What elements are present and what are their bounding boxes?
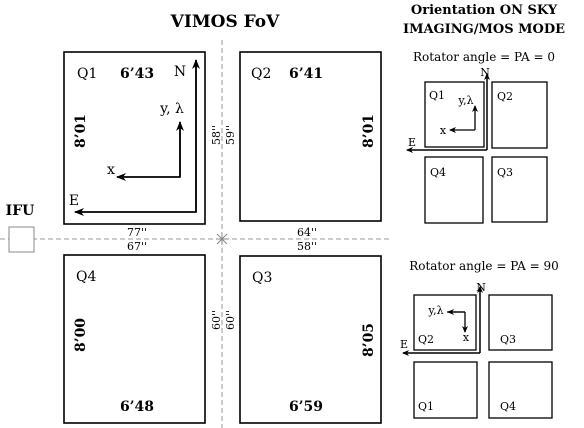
- center-star-marker: [216, 233, 228, 245]
- gap-bottom-vertical-a: 60'': [210, 310, 223, 330]
- side-title-line-1: Orientation ON SKY: [411, 3, 558, 18]
- panel-pa90-top-left-box: [413, 294, 477, 351]
- quadrant-q2-width: 6’41: [289, 66, 323, 82]
- panel-pa0-q-bottom-right: Q3: [497, 166, 513, 179]
- gap-bottom-vertical-b: 60'': [224, 310, 237, 330]
- quadrant-q4-width: 6’48: [120, 399, 154, 415]
- panel-pa0: Rotator angle = PA = 0 Q1 Q2 Q4 Q3 N E x…: [406, 50, 555, 224]
- panel-pa0-y-label: y,λ: [457, 94, 473, 107]
- x-label: x: [107, 162, 115, 178]
- quadrant-q1-name: Q1: [77, 66, 97, 82]
- panel-pa90-top-right-box: [488, 294, 553, 351]
- quadrant-q4-box: [63, 254, 206, 424]
- gap-right-horizontal-b: 58'': [297, 240, 317, 253]
- gap-left-horizontal-a: 77'': [127, 226, 147, 239]
- gap-right-horizontal-a: 64'': [297, 226, 317, 239]
- panel-pa0-q-top-left: Q1: [429, 89, 445, 102]
- quadrant-q2-name: Q2: [251, 66, 271, 82]
- gap-top-vertical-a: 58'': [210, 125, 223, 145]
- east-label: E: [69, 193, 79, 209]
- panel-pa90-q-top-right: Q3: [500, 333, 516, 346]
- quadrant-q4-name: Q4: [76, 269, 96, 285]
- quadrant-q3-name: Q3: [252, 270, 272, 286]
- panel-pa90-q-bottom-left: Q1: [418, 400, 434, 413]
- quadrant-q1-width: 6’43: [120, 66, 154, 82]
- panel-pa90-bottom-left-box: [413, 361, 478, 419]
- panel-pa90-east-label: E: [400, 338, 408, 351]
- quadrant-q1-box: [63, 51, 206, 225]
- main-orientation-axes: [74, 59, 200, 216]
- panel-pa90-bottom-right-box: [488, 361, 553, 419]
- panel-pa0-q-top-right: Q2: [497, 90, 513, 103]
- panel-pa90-y-label: y,λ: [427, 304, 443, 317]
- panel-pa0-east-label: E: [408, 136, 416, 149]
- quadrant-q3-height: 8’05: [361, 323, 377, 357]
- east-north-axes: [75, 60, 197, 213]
- panel-pa0-x-label: x: [440, 124, 447, 137]
- ifu-label: IFU: [6, 203, 35, 219]
- panel-pa90-label: Rotator angle = PA = 90: [409, 259, 559, 273]
- diagram-title: VIMOS FoV: [170, 12, 280, 32]
- quadrant-q3-width: 6’59: [289, 399, 323, 415]
- panel-pa0-q-bottom-left: Q4: [430, 166, 446, 179]
- panel-pa0-north-label: N: [480, 66, 490, 79]
- y-lambda-label: y, λ: [159, 101, 184, 117]
- panel-pa0-label: Rotator angle = PA = 0: [413, 50, 555, 64]
- quadrant-q2-box: [239, 51, 382, 222]
- panel-pa0-top-left-box: [424, 81, 485, 148]
- north-label: N: [174, 64, 186, 80]
- side-title-line-2: IMAGING/MOS MODE: [403, 22, 565, 37]
- panel-pa90-x-label: x: [463, 331, 470, 344]
- gap-top-vertical-b: 59'': [224, 125, 237, 145]
- panel-pa90-q-top-left: Q2: [418, 333, 434, 346]
- quadrant-q1-height: 8’01: [73, 114, 89, 148]
- quadrant-q2-height: 8’01: [361, 114, 377, 148]
- quadrant-q4-height: 8’00: [73, 318, 89, 352]
- panel-pa0-top-right-box: [491, 81, 548, 149]
- panel-pa0-bottom-left-box: [424, 156, 484, 224]
- x-y-axes: [117, 122, 181, 178]
- panel-pa90-q-bottom-right: Q4: [500, 400, 516, 413]
- panel-pa0-bottom-right-box: [491, 156, 548, 223]
- ifu-box: [8, 226, 35, 253]
- panel-pa90: Rotator angle = PA = 90 Q2 Q3 Q1 Q4 N E …: [400, 259, 559, 419]
- quadrant-q3-box: [239, 255, 382, 424]
- panel-pa90-north-label: N: [476, 281, 486, 294]
- gap-left-horizontal-b: 67'': [127, 240, 147, 253]
